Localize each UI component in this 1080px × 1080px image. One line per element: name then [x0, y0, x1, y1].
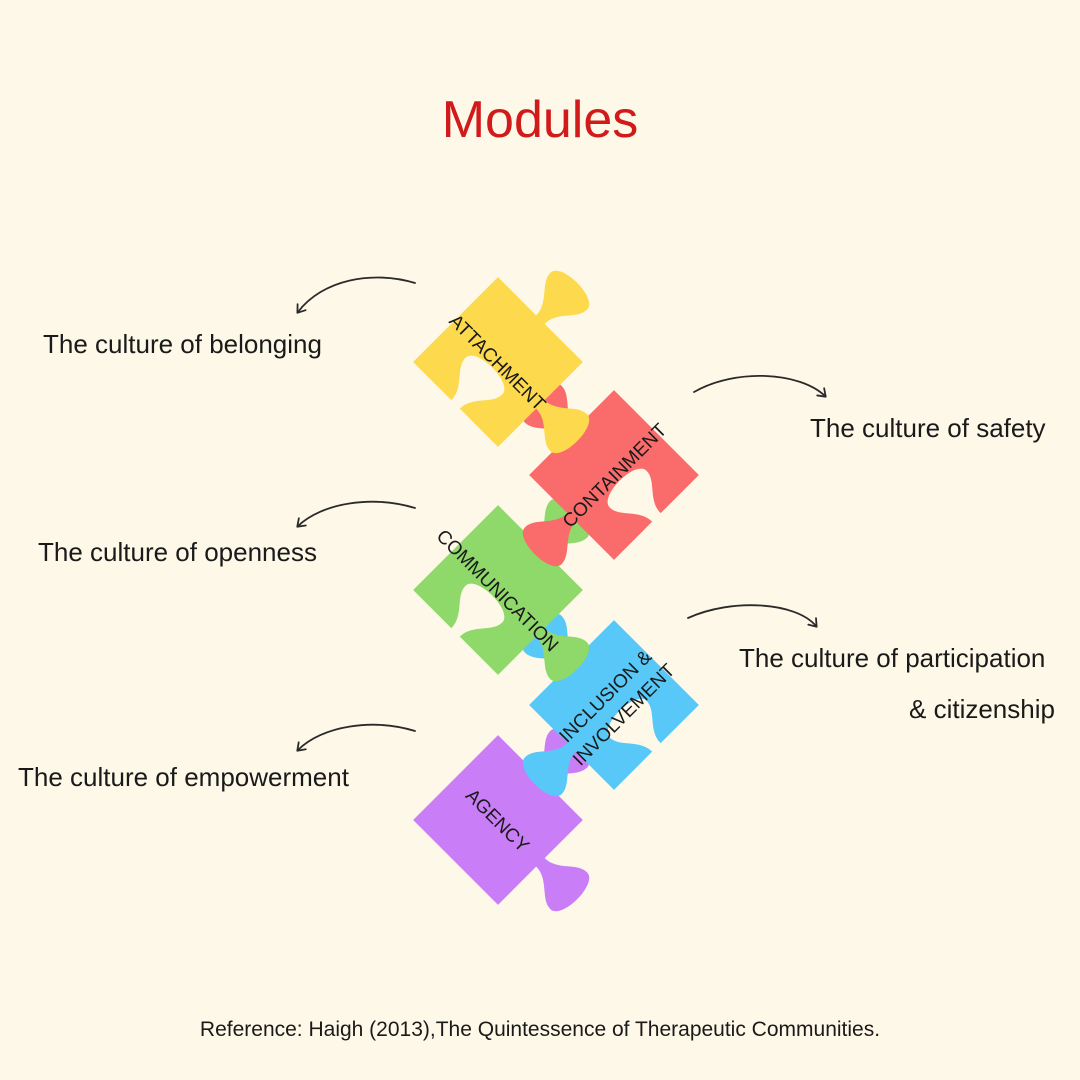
- arrow-containment: [693, 374, 827, 398]
- agency-piece-shape: [413, 728, 590, 912]
- attachment-piece-shape: [413, 270, 590, 454]
- arrow-agency: [296, 723, 416, 752]
- caption-participation-line2: & citizenship: [909, 694, 1055, 724]
- caption-participation-line1: The culture of participation: [739, 643, 1046, 673]
- reference-text: Reference: Haigh (2013),The Quintessence…: [199, 1018, 881, 1041]
- caption-safety: The culture of safety: [810, 413, 1046, 443]
- page-title: Modules: [441, 91, 639, 149]
- caption-empowerment: The culture of empowerment: [18, 762, 349, 792]
- caption-openness: The culture of openness: [38, 537, 317, 567]
- puzzle-piece-agency: AGENCY: [413, 728, 590, 912]
- arrow-inclusion: [687, 604, 818, 628]
- caption-belonging: The culture of belonging: [43, 329, 322, 359]
- arrow-communication: [296, 500, 416, 528]
- arrow-attachment: [296, 276, 416, 314]
